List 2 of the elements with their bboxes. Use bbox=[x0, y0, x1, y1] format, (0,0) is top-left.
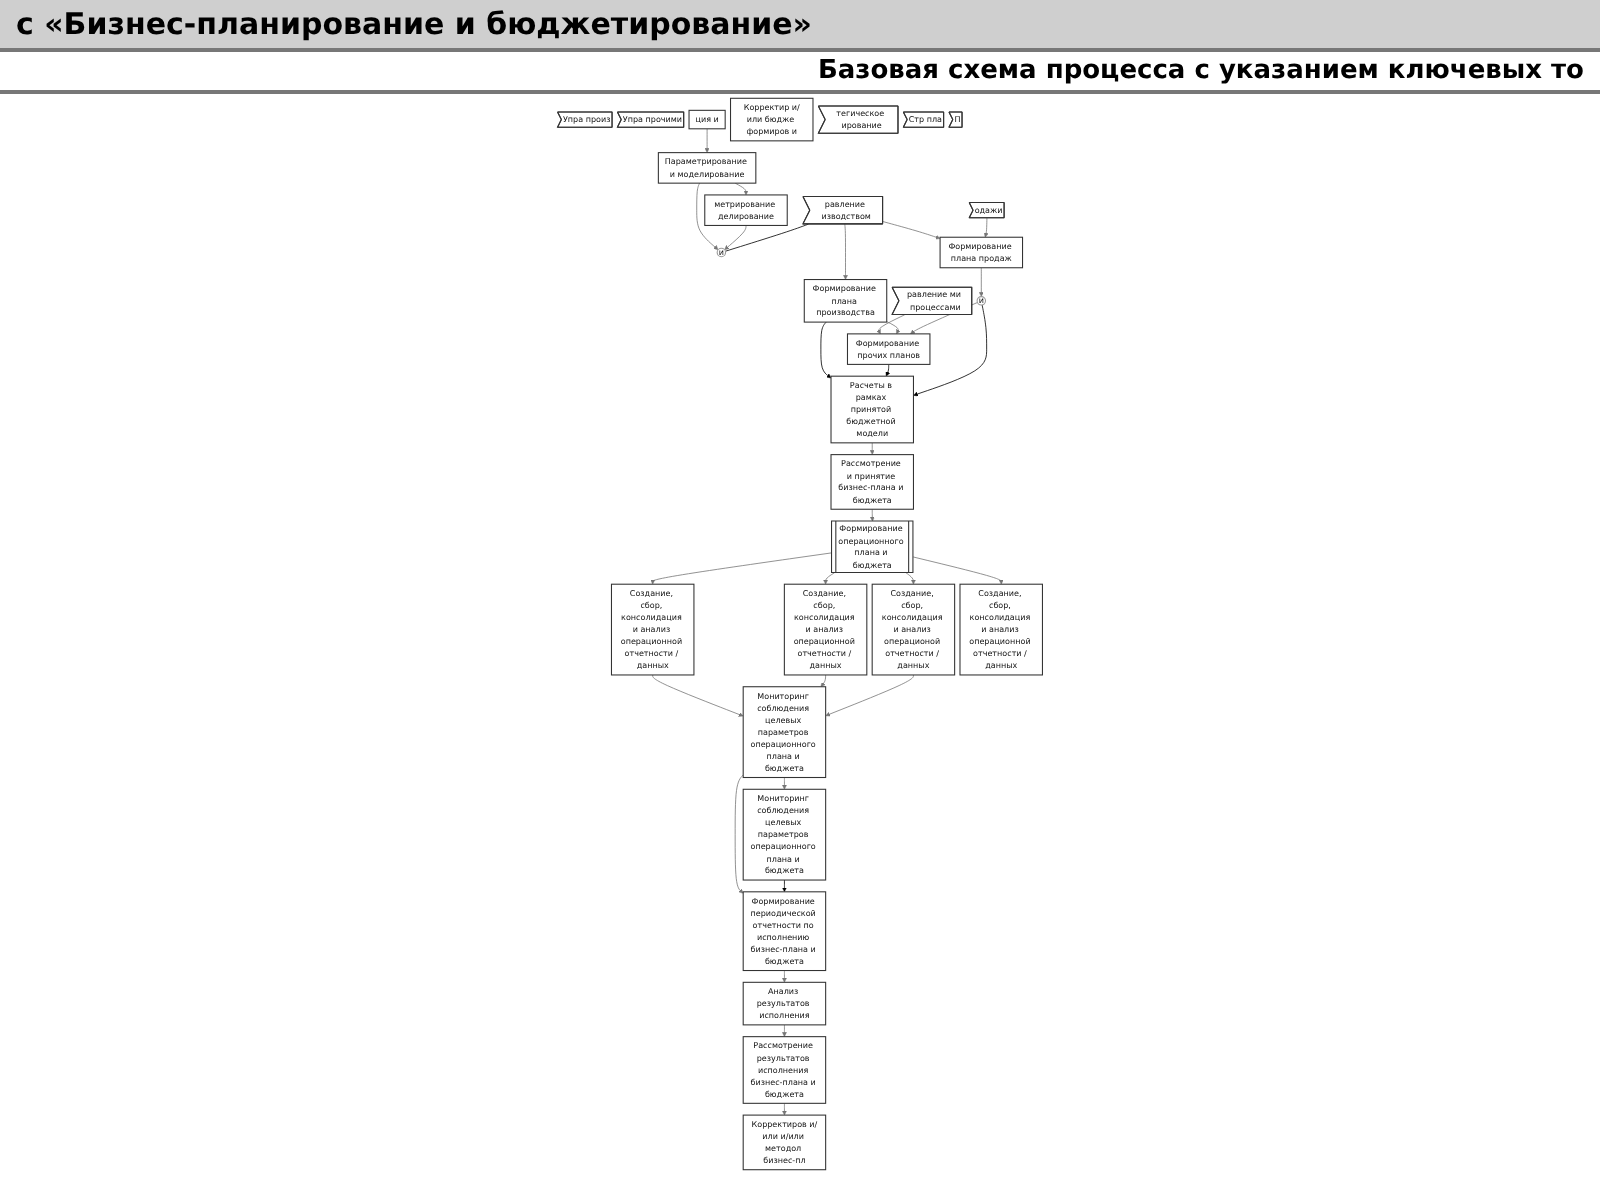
diagram-title: с «Бизнес-планирование и бюджетирование» bbox=[0, 0, 1600, 52]
subtitle-text: Базовая схема процесса с указанием ключевых то bbox=[0, 52, 1600, 94]
